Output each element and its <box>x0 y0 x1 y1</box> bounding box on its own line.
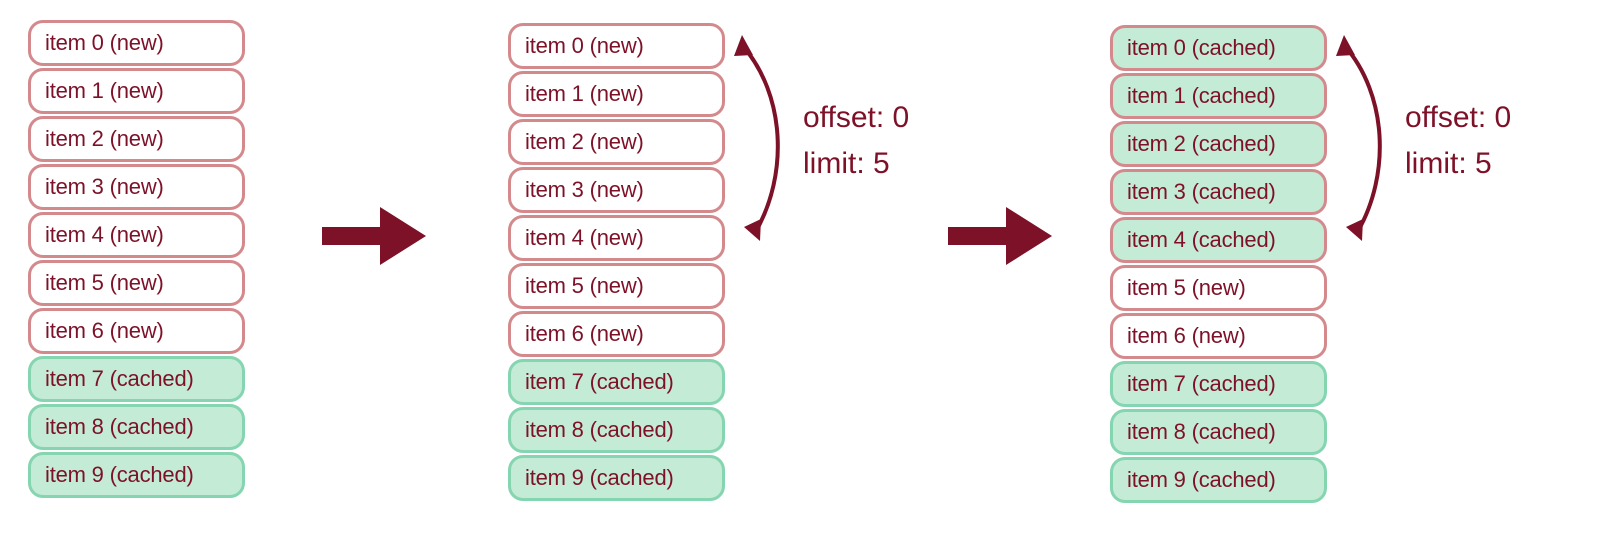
transition-arrow-2 <box>948 205 1052 267</box>
list-item: item 0 (new) <box>28 20 245 66</box>
list-item: item 1 (cached) <box>1110 73 1327 119</box>
list-item: item 5 (new) <box>1110 265 1327 311</box>
list-item: item 2 (new) <box>508 119 725 165</box>
list-item: item 4 (new) <box>508 215 725 261</box>
item-stack-request: item 0 (new)item 1 (new)item 2 (new)item… <box>508 23 725 503</box>
list-item: item 0 (cached) <box>1110 25 1327 71</box>
list-item: item 6 (new) <box>1110 313 1327 359</box>
list-item: item 9 (cached) <box>508 455 725 501</box>
list-item: item 2 (new) <box>28 116 245 162</box>
offset-label-2: offset: 0 <box>1405 101 1512 134</box>
list-item: item 4 (new) <box>28 212 245 258</box>
list-item: item 1 (new) <box>28 68 245 114</box>
offset-label-1: offset: 0 <box>803 101 910 134</box>
list-item: item 3 (new) <box>508 167 725 213</box>
list-item: item 0 (new) <box>508 23 725 69</box>
item-stack-initial: item 0 (new)item 1 (new)item 2 (new)item… <box>28 20 245 500</box>
list-item: item 2 (cached) <box>1110 121 1327 167</box>
list-item: item 3 (new) <box>28 164 245 210</box>
list-item: item 5 (new) <box>508 263 725 309</box>
list-item: item 6 (new) <box>508 311 725 357</box>
double-headed-arc-icon-2 <box>1332 25 1402 251</box>
list-item: item 8 (cached) <box>1110 409 1327 455</box>
transition-arrow-1 <box>322 205 426 267</box>
list-item: item 7 (cached) <box>508 359 725 405</box>
list-item: item 7 (cached) <box>28 356 245 402</box>
list-item: item 8 (cached) <box>508 407 725 453</box>
limit-label-1: limit: 5 <box>803 147 890 180</box>
list-item: item 5 (new) <box>28 260 245 306</box>
list-item: item 6 (new) <box>28 308 245 354</box>
double-headed-arc-icon-1 <box>730 25 800 251</box>
range-annotation-1: offset: 0 limit: 5 <box>803 95 909 187</box>
limit-label-2: limit: 5 <box>1405 147 1492 180</box>
range-annotation-2: offset: 0 limit: 5 <box>1405 95 1511 187</box>
list-item: item 3 (cached) <box>1110 169 1327 215</box>
list-item: item 7 (cached) <box>1110 361 1327 407</box>
list-item: item 1 (new) <box>508 71 725 117</box>
list-item: item 8 (cached) <box>28 404 245 450</box>
list-item: item 9 (cached) <box>28 452 245 498</box>
item-stack-result: item 0 (cached)item 1 (cached)item 2 (ca… <box>1110 25 1327 505</box>
list-item: item 9 (cached) <box>1110 457 1327 503</box>
list-item: item 4 (cached) <box>1110 217 1327 263</box>
